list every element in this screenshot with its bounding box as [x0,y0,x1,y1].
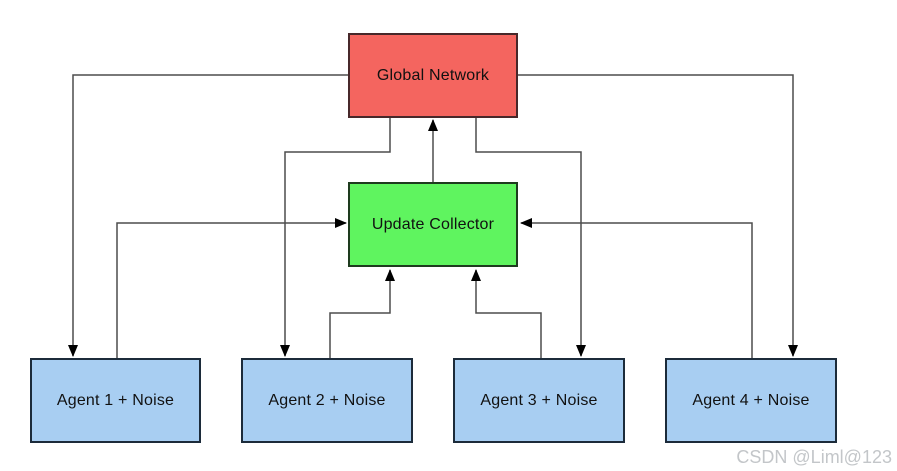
node-label-global-network: Global Network [376,66,490,84]
edge-global-network-to-agent-4 [518,74,798,357]
edge-agent-1-to-update-collector [116,218,347,358]
node-agent-1: Agent 1 + Noise [30,358,201,443]
edge-global-network-to-agent-2 [280,118,391,357]
node-agent-2: Agent 2 + Noise [241,358,413,443]
edge-agent-3-to-update-collector [471,269,542,358]
edge-global-network-to-agent-3 [475,118,586,357]
edge-global-network-to-agent-1 [68,74,348,357]
node-global-network: Global Network [348,33,518,118]
node-update-collector: Update Collector [348,182,518,267]
node-agent-4: Agent 4 + Noise [665,358,837,443]
watermark: CSDN @Liml@123 [736,447,892,467]
edge-agent-4-to-update-collector [520,218,753,358]
node-label-agent-2: Agent 2 + Noise [268,391,386,409]
node-label-agent-3: Agent 3 + Noise [480,391,598,409]
node-agent-3: Agent 3 + Noise [453,358,625,443]
node-label-update-collector: Update Collector [371,215,495,233]
node-label-agent-4: Agent 4 + Noise [692,391,810,409]
edge-agent-2-to-update-collector [329,269,395,358]
node-label-agent-1: Agent 1 + Noise [56,391,175,409]
